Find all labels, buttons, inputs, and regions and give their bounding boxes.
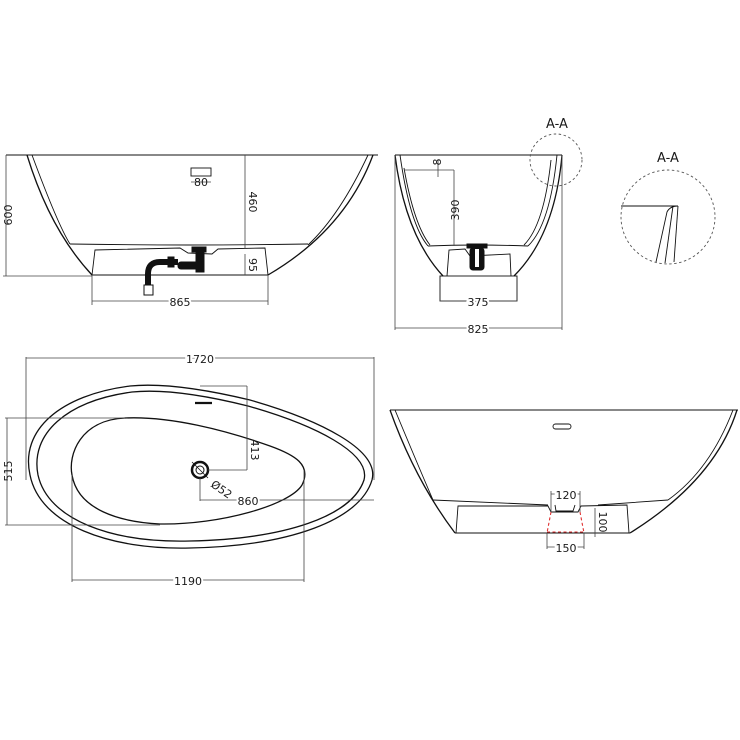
dim-recess-height: 100 [596, 512, 609, 533]
dim-plinth-height: 95 [246, 258, 259, 272]
dim-recess-bottom-width: 150 [556, 542, 577, 555]
detail-marker-circle [529, 133, 583, 187]
dim-drain-to-overflow: 413 [248, 440, 261, 461]
dim-rim-offset: 8 [431, 159, 444, 166]
dim-recess-top-width: 120 [556, 489, 577, 502]
waste-icon [466, 243, 488, 271]
dim-overflow-width: 80 [194, 176, 208, 189]
detail-view-a-a: A-A [620, 151, 716, 265]
dim-inner-depth: 390 [449, 200, 462, 221]
dim-side-plinth-width: 375 [468, 296, 489, 309]
front-view: 600 80 460 95 865 [2, 154, 378, 311]
dim-front-height: 600 [2, 205, 15, 226]
dim-plinth-width: 865 [170, 296, 191, 309]
side-view: 8 390 375 825 A-A [394, 117, 583, 338]
dim-drain-to-end: 860 [238, 495, 259, 508]
dim-inner-width: 515 [2, 461, 15, 482]
waste-trap-icon [143, 246, 207, 296]
detail-marker-label: A-A [546, 117, 568, 132]
dim-overflow-height: 460 [246, 192, 259, 213]
rear-view: 120 100 150 [389, 409, 738, 557]
dim-side-total-width: 825 [468, 323, 489, 336]
dim-drain-diameter: Ø52 [208, 478, 234, 502]
dim-total-length: 1720 [186, 353, 214, 366]
drain-icon [190, 460, 210, 480]
top-view: 1720 515 413 Ø52 860 1190 [2, 351, 375, 590]
dim-inner-length: 1190 [174, 575, 202, 588]
detail-title: A-A [657, 151, 679, 166]
